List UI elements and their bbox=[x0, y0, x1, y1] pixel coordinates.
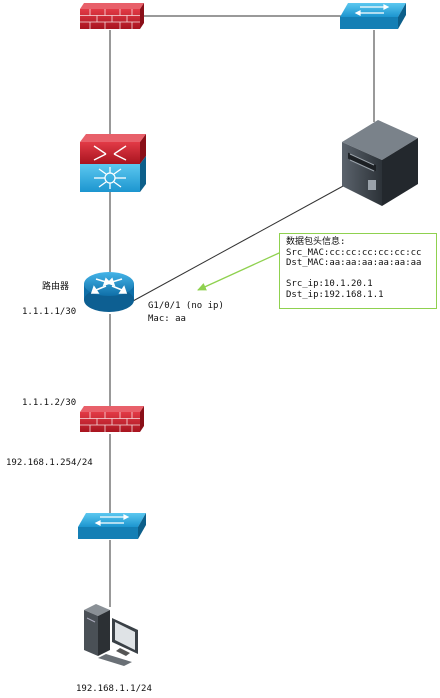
packet-src-ip: Src_ip:10.1.20.1 bbox=[286, 279, 373, 289]
packet-arrow bbox=[197, 247, 291, 291]
router-name-label: 路由器 bbox=[42, 282, 70, 292]
switch-icon bbox=[340, 3, 406, 29]
pc-ip-label: 192.168.1.1/24 bbox=[76, 684, 152, 694]
links bbox=[109, 15, 375, 607]
packet-info-title: 数据包头信息: bbox=[286, 237, 346, 247]
router-mac-label: Mac: aa bbox=[148, 314, 186, 324]
packet-info-spacer bbox=[286, 269, 430, 280]
switch-icon bbox=[78, 513, 146, 539]
server-icon bbox=[342, 120, 418, 206]
core-switch-icon bbox=[80, 134, 146, 192]
firewall-icon bbox=[80, 3, 144, 29]
packet-dst-ip: Dst_ip:192.168.1.1 bbox=[286, 289, 384, 300]
firewall-inside-ip-label: 192.168.1.254/24 bbox=[6, 458, 93, 468]
packet-src-mac: Src_MAC:cc:cc:cc:cc:cc:cc bbox=[286, 247, 422, 258]
router-interface-label: G1/0/1 (no ip) bbox=[148, 301, 224, 311]
packet-dst-mac: Dst_MAC:aa:aa:aa:aa:aa:aa bbox=[286, 258, 422, 268]
router-ip-label: 1.1.1.1/30 bbox=[22, 307, 77, 317]
pc-icon bbox=[84, 604, 138, 666]
firewall-outside-ip-label: 1.1.1.2/30 bbox=[22, 398, 77, 408]
router-icon bbox=[84, 272, 134, 312]
packet-header-info-box: 数据包头信息: Src_MAC:cc:cc:cc:cc:cc:cc Dst_MA… bbox=[279, 233, 437, 309]
link-server-to-router bbox=[132, 184, 346, 302]
firewall-icon bbox=[80, 406, 144, 432]
